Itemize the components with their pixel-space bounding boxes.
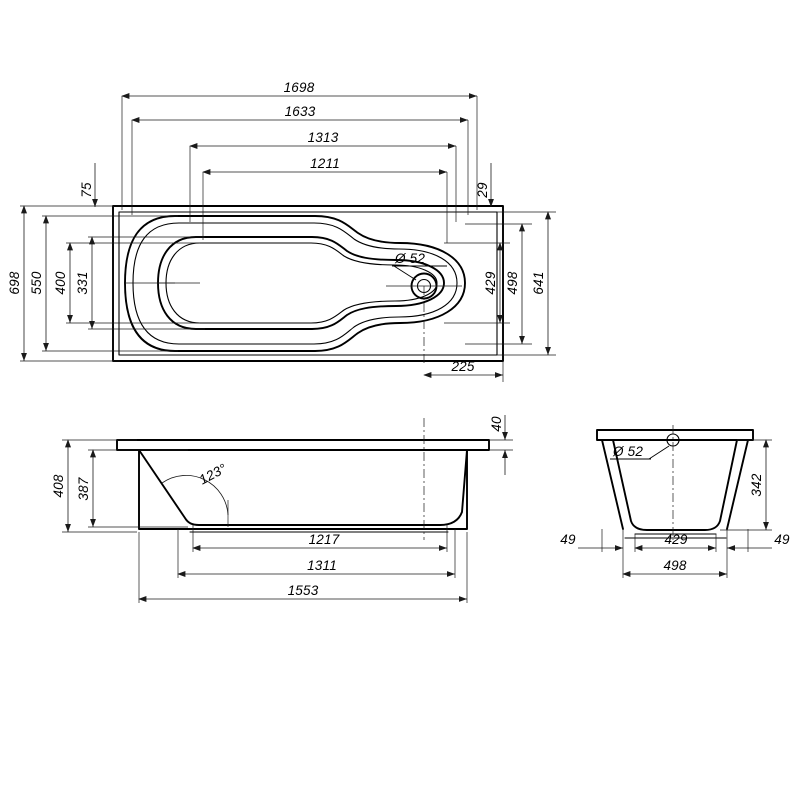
dim-label-foot-right: 49 [774, 532, 790, 547]
top-view-drain [386, 272, 462, 365]
dim-label-base-outer-width: 498 [663, 558, 686, 573]
dim-label-left-offset: 75 [79, 182, 94, 198]
top-view-basin-inner [157, 236, 445, 330]
dim-label-base-length-b: 1311 [307, 558, 337, 573]
dim-label-right-width-c: 641 [531, 271, 546, 294]
end-view-basin-profile [612, 439, 738, 531]
dim-label-basin-outer-length: 1313 [308, 130, 339, 145]
dim-label-rim-length: 1633 [285, 104, 316, 119]
dim-label-end-inner-height: 342 [749, 473, 764, 496]
end-view-body-left [601, 439, 624, 530]
dim-label-drain-offset: 225 [450, 359, 474, 374]
side-view-body [138, 449, 468, 530]
top-view-basin-outer-offset [132, 222, 458, 345]
dim-label-right-width-a: 429 [483, 271, 498, 294]
angle-arc-123 [161, 475, 229, 516]
dim-label-backrest-angle: 123° [197, 460, 230, 487]
dim-label-total-height: 408 [51, 474, 66, 497]
end-view-drain-label: Ø 52 [612, 444, 643, 459]
dim-label-base-inner-width: 429 [664, 532, 687, 547]
dim-label-overall-length: 1698 [284, 80, 315, 95]
end-view-drain-leader [648, 445, 670, 460]
dim-label-foot-left: 49 [560, 532, 576, 547]
side-view-rim [116, 439, 490, 451]
side-view: 123° 40 408 387 1217 1311 1553 [51, 415, 513, 603]
top-view-basin-outer [124, 215, 466, 352]
top-view-basin-inner-offset [165, 242, 438, 324]
end-view-body-right [726, 439, 749, 530]
top-view-outer-rim [112, 205, 504, 362]
dim-label-base-length-a: 1217 [309, 532, 340, 547]
dim-label-right-offset: 29 [475, 182, 490, 199]
dim-label-inner-height: 387 [76, 477, 91, 500]
dim-label-basin-outer-width: 400 [53, 271, 68, 294]
dim-label-rim-thickness: 40 [489, 416, 504, 432]
dim-label-overall-width: 698 [7, 271, 22, 294]
end-view-rim [596, 429, 754, 441]
end-view: Ø 52 342 429 498 49 49 [560, 425, 790, 578]
top-view: Ø 52 1698 1633 1313 1211 75 29 [7, 80, 556, 382]
dim-label-overall-base: 1553 [288, 583, 319, 598]
dim-label-right-width-b: 498 [505, 271, 520, 294]
dim-label-basin-inner-length: 1211 [310, 156, 340, 171]
top-view-rim-inner-line [118, 211, 498, 356]
top-view-drain-label: Ø 52 [394, 251, 425, 266]
side-view-basin-profile [138, 449, 468, 526]
dim-label-basin-inner-width: 331 [75, 271, 90, 294]
drain-leader-line [393, 265, 417, 281]
dim-label-rim-width: 550 [29, 271, 44, 294]
